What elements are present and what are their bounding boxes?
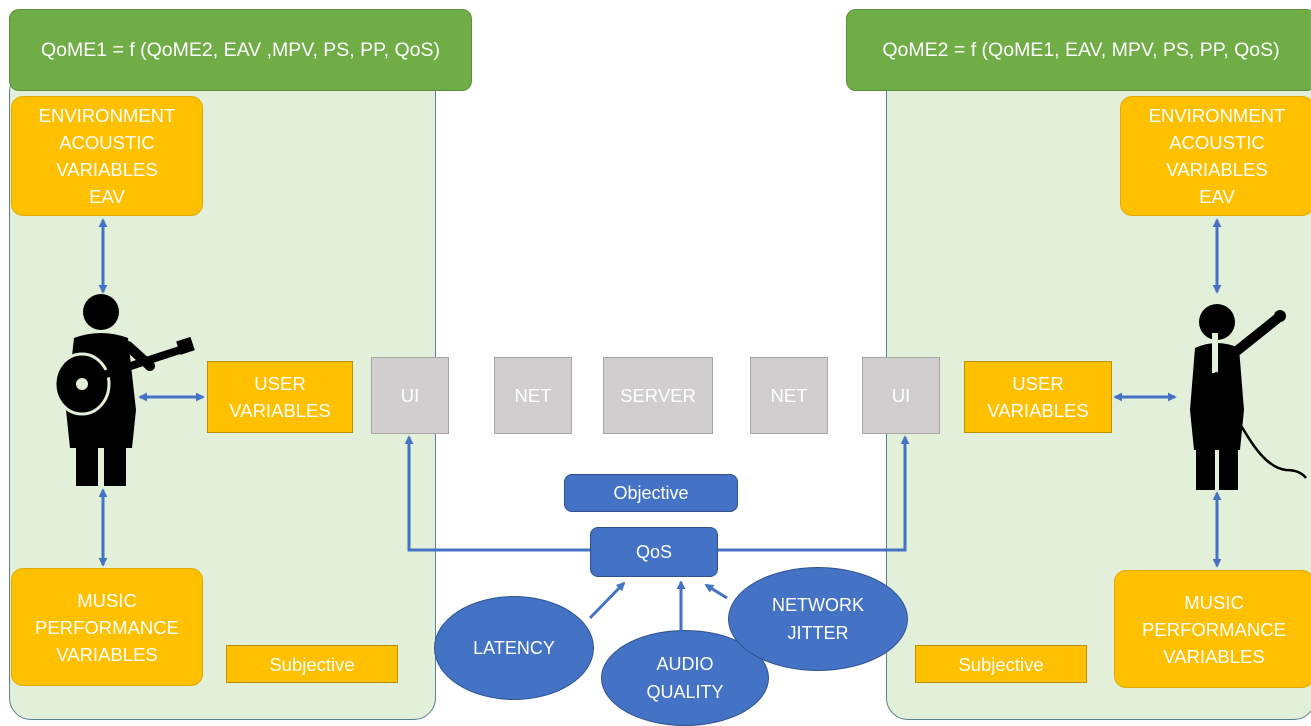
server-node: SERVER bbox=[603, 357, 713, 434]
jitter-to-qos-arrow bbox=[704, 583, 728, 600]
left-environment-box: ENVIRONMENT ACOUSTIC VARIABLES EAV bbox=[11, 96, 203, 216]
singer-icon bbox=[1190, 304, 1307, 490]
left-music-performance-box: MUSIC PERFORMANCE VARIABLES bbox=[11, 568, 203, 686]
latency-to-qos-arrow bbox=[588, 581, 626, 620]
qos-to-right-ui-arrow bbox=[718, 435, 910, 552]
right-net-node: NET bbox=[750, 357, 828, 434]
latency-ellipse: LATENCY bbox=[434, 596, 594, 700]
objective-label: Objective bbox=[564, 474, 738, 512]
right-environment-box: ENVIRONMENT ACOUSTIC VARIABLES EAV bbox=[1120, 96, 1311, 216]
left-user-variables-box: USER VARIABLES bbox=[207, 361, 353, 433]
left-net-node: NET bbox=[494, 357, 572, 434]
qos-box: QoS bbox=[590, 527, 718, 577]
right-ui-node: UI bbox=[862, 357, 940, 434]
right-user-variables-box: USER VARIABLES bbox=[964, 361, 1112, 433]
network-jitter-ellipse: NETWORK JITTER bbox=[728, 567, 908, 671]
right-music-performance-box: MUSIC PERFORMANCE VARIABLES bbox=[1114, 570, 1311, 688]
qos-to-left-ui-arrow bbox=[404, 435, 590, 552]
left-subjective-label: Subjective bbox=[226, 645, 398, 683]
right-formula-header: QoME2 = f (QoME1, EAV, MPV, PS, PP, QoS) bbox=[846, 9, 1311, 91]
left-ui-node: UI bbox=[371, 357, 449, 434]
right-subjective-label: Subjective bbox=[915, 645, 1087, 683]
guitar-player-icon bbox=[53, 294, 195, 486]
left-formula-header: QoME1 = f (QoME2, EAV ,MPV, PS, PP, QoS) bbox=[9, 9, 472, 91]
